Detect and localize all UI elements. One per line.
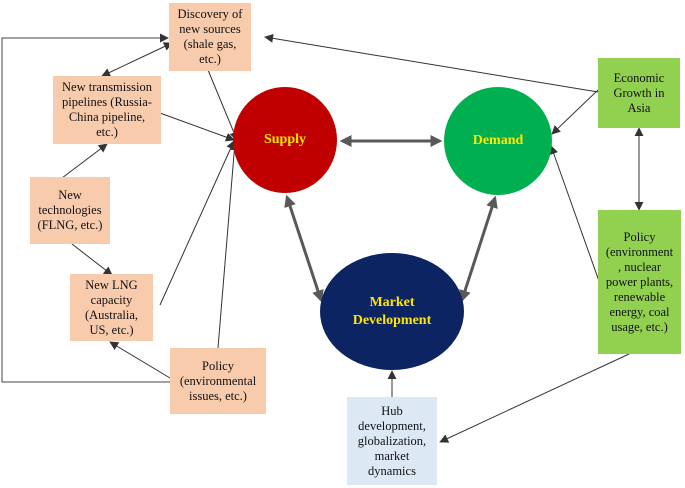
technologies-to-lng-arrow <box>71 243 113 276</box>
policy-left-label: Policy (environmental issues, etc.) <box>179 358 257 403</box>
market-development-node: Market Development <box>320 253 464 370</box>
lng-capacity-box: New LNG capacity (Australia, US, etc.) <box>70 274 153 341</box>
discovery-label: Discovery of new sources (shale gas, etc… <box>177 7 243 66</box>
policy-right-to-hub-arrow <box>439 353 630 443</box>
hub-development-box: Hub development, globalization, market d… <box>347 397 437 485</box>
pipelines-box: New transmission pipelines (Russia- Chin… <box>53 76 161 144</box>
technologies-box: New technologies (FLNG, etc.) <box>30 177 110 244</box>
supply-market-arrow <box>284 194 324 303</box>
economic-to-demand-arrow <box>551 89 599 135</box>
policy-left-box: Policy (environmental issues, etc.) <box>170 348 266 414</box>
policy-right-box: Policy (environment , nuclear power plan… <box>598 210 681 354</box>
policy-right-to-demand-arrow <box>549 145 606 299</box>
discovery-box: Discovery of new sources (shale gas, etc… <box>169 3 251 71</box>
technologies-label: New technologies (FLNG, etc.) <box>37 188 103 232</box>
policy-left-to-lng-arrow <box>109 341 171 379</box>
policy-right-label: Policy (environment , nuclear power plan… <box>605 229 674 334</box>
market-development-label: Market Development <box>352 294 432 328</box>
pipelines-to-discovery-arrow <box>101 42 173 77</box>
supply-node: Supply <box>233 87 337 193</box>
pipelines-label: New transmission pipelines (Russia- Chin… <box>62 80 152 139</box>
supply-label: Supply <box>263 132 307 147</box>
hub-development-label: Hub development, globalization, market d… <box>357 403 427 478</box>
demand-node: Demand <box>444 87 552 195</box>
policy-left-to-supply-arrow <box>217 141 239 349</box>
technologies-to-pipelines-arrow <box>61 143 108 179</box>
demand-label: Demand <box>472 133 524 148</box>
economic-growth-label: Economic Growth in Asia <box>613 70 665 115</box>
lng-to-supply-arrow <box>159 140 235 306</box>
left-loop-connector <box>1 33 170 383</box>
demand-market-arrow <box>459 195 498 303</box>
pipelines-to-supply-arrow <box>159 112 235 142</box>
discovery-to-supply-arrow <box>207 69 239 141</box>
economic-growth-box: Economic Growth in Asia <box>598 58 680 128</box>
economic-to-discovery-arrow <box>264 33 599 93</box>
lng-capacity-label: New LNG capacity (Australia, US, etc.) <box>84 277 139 337</box>
